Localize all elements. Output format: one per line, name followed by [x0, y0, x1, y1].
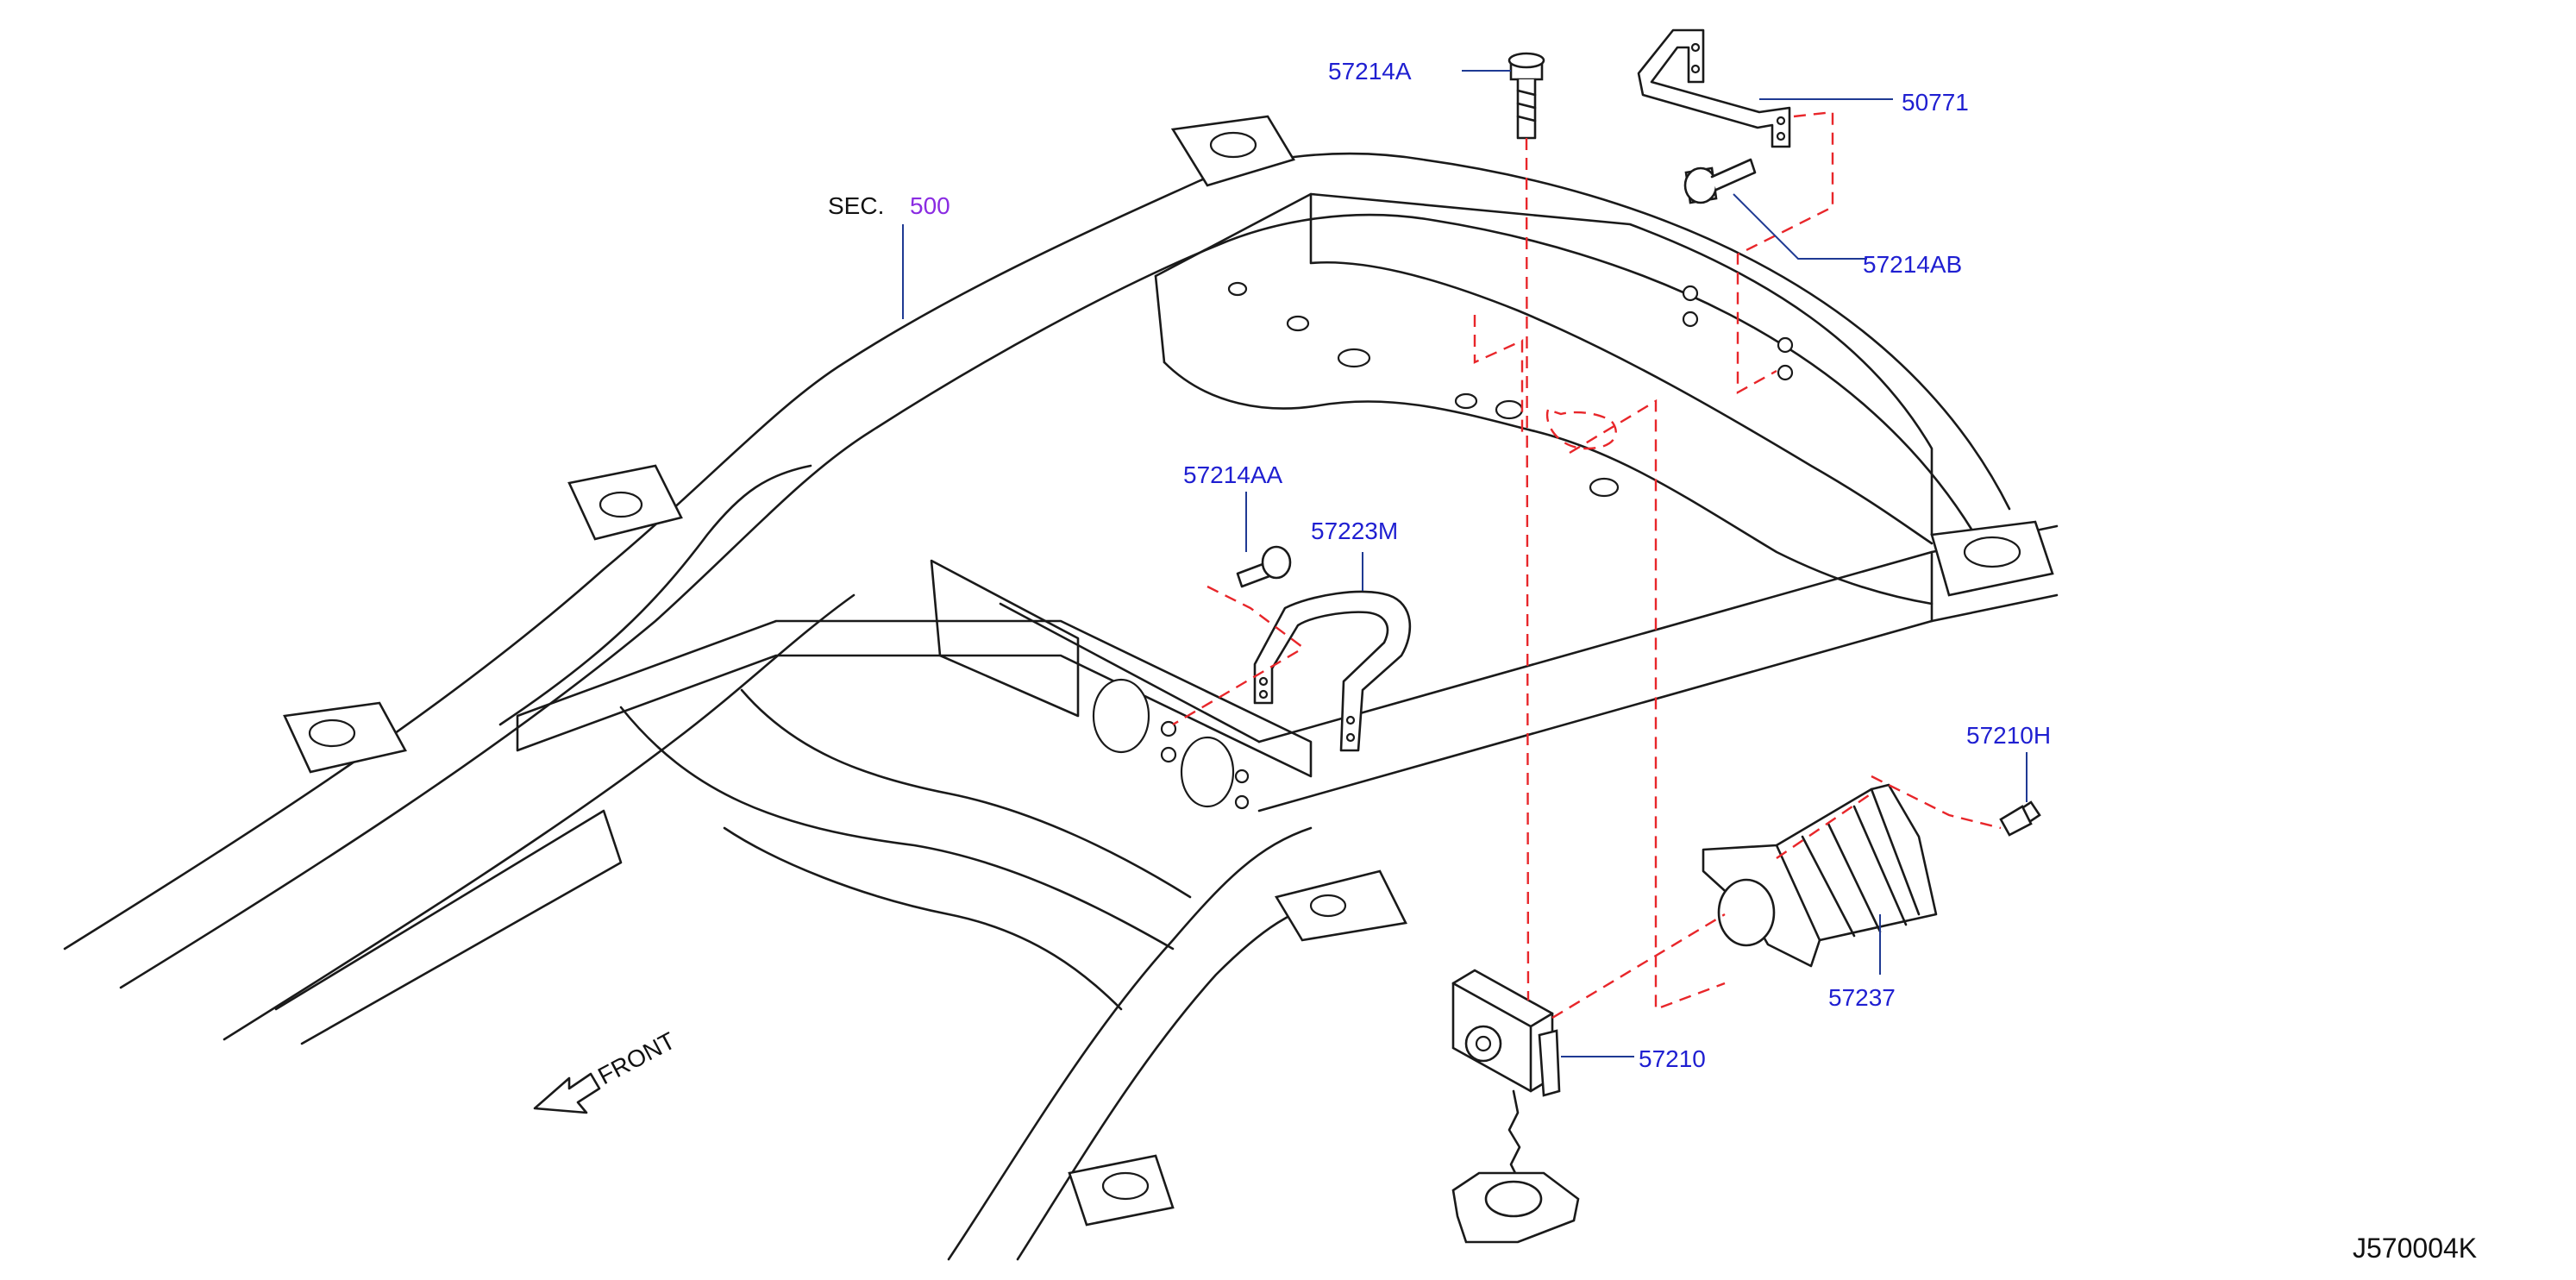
frame-mount-pad: [1274, 869, 1407, 942]
bolt-57214AA: [1236, 545, 1292, 588]
bolt-57214A: [1507, 52, 1545, 140]
frame-mount-pad: [1068, 1154, 1175, 1227]
front-direction-marker: FRONT: [533, 1027, 680, 1114]
callout-57210H: 57210H: [1966, 722, 2051, 749]
bracket-50771: [1637, 28, 1791, 148]
bracket-57223M: [1253, 590, 1412, 752]
frame-mount-pad: [1170, 115, 1295, 187]
vehicle-frame: [63, 115, 2059, 1261]
front-arrow-icon: [533, 1072, 601, 1114]
figure-code: J570004K: [2353, 1233, 2477, 1264]
dashed-guides: [1172, 110, 2002, 1020]
carrier-57237: [1702, 783, 1938, 968]
frame-mount-pad: [283, 701, 407, 774]
callout-57214AB: 57214AB: [1863, 251, 1962, 278]
front-label: FRONT: [593, 1027, 680, 1090]
callout-50771: 50771: [1902, 89, 1969, 116]
callout-57214AA: 57214AA: [1183, 461, 1283, 488]
section-label: SEC.: [828, 192, 884, 219]
bolt-57214AB: [1683, 158, 1757, 204]
callout-57214A: 57214A: [1328, 58, 1412, 85]
callout-57223M: 57223M: [1311, 518, 1398, 544]
section-reference: SEC. 500: [828, 192, 950, 219]
clip-57210H: [1999, 800, 2041, 837]
spare-tire-carrier-57210: [1451, 969, 1580, 1244]
callout-57210: 57210: [1639, 1045, 1706, 1072]
frame-mount-pad: [1930, 520, 2054, 597]
leader-lines: [902, 70, 2028, 1057]
callout-57237: 57237: [1828, 984, 1896, 1011]
section-number: 500: [910, 192, 950, 219]
frame-mount-pad: [567, 464, 683, 541]
